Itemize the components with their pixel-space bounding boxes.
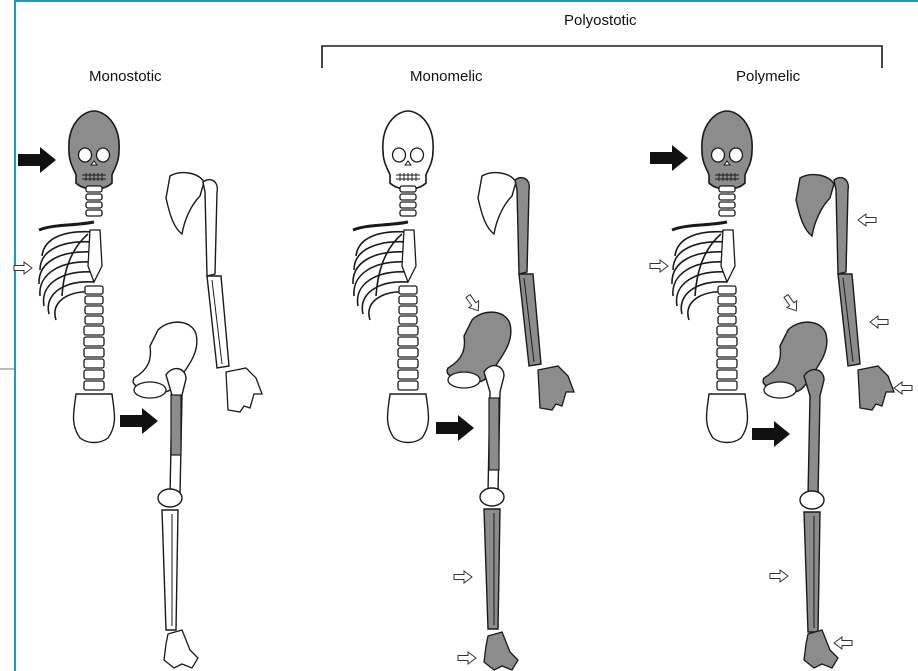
- skull-affected: [702, 111, 752, 189]
- humerus-affected: [834, 178, 848, 274]
- primary-arrow-skull: [650, 145, 688, 171]
- secondary-arrow-foot: [834, 637, 852, 649]
- shin-affected: [804, 512, 820, 632]
- scapula: [478, 173, 516, 234]
- shin-affected: [484, 509, 500, 629]
- trunk: [672, 186, 748, 443]
- secondary-arrow-foot: [458, 652, 476, 664]
- humerus-affected: [515, 178, 529, 274]
- forearm-affected: [519, 274, 541, 366]
- secondary-arrow-humerus: [858, 214, 876, 226]
- forearm: [207, 276, 229, 368]
- hand: [226, 368, 262, 412]
- femur-shaft-affected: [489, 398, 499, 470]
- shin: [162, 510, 178, 630]
- foot-affected: [484, 632, 518, 670]
- monostotic-skeleton: [14, 111, 262, 668]
- primary-arrow-skull: [18, 147, 56, 173]
- primary-arrow-femur: [752, 421, 790, 447]
- trunk: [39, 186, 115, 443]
- secondary-arrow-rib: [650, 260, 668, 272]
- secondary-arrow-forearm: [870, 316, 888, 328]
- humerus: [203, 180, 217, 276]
- trunk: [353, 186, 429, 443]
- monomelic-skeleton: [353, 111, 574, 670]
- femur-shaft-affected: [171, 395, 181, 455]
- polyostotic-bracket: [322, 46, 882, 68]
- secondary-arrow-hip: [463, 293, 483, 315]
- femur-affected: [804, 370, 824, 496]
- secondary-arrow-tibia: [770, 570, 788, 582]
- secondary-arrow-tibia: [454, 571, 472, 583]
- knee: [158, 489, 182, 507]
- foot-affected: [804, 630, 838, 668]
- hand-affected: [538, 366, 574, 410]
- skull-affected: [69, 111, 119, 189]
- primary-arrow-femur: [120, 408, 158, 434]
- secondary-arrow-hip: [781, 293, 801, 315]
- knee: [480, 488, 504, 506]
- knee: [800, 491, 824, 509]
- polymelic-skeleton: [650, 111, 912, 668]
- scapula-affected: [796, 175, 834, 236]
- hand-affected: [858, 366, 894, 410]
- foot: [164, 630, 198, 668]
- forearm-affected: [838, 274, 860, 366]
- skull: [383, 111, 433, 189]
- secondary-arrow-rib: [14, 262, 32, 274]
- scapula: [166, 173, 204, 234]
- hip: [133, 322, 197, 398]
- secondary-arrow-hand: [894, 382, 912, 394]
- primary-arrow-femur: [436, 415, 474, 441]
